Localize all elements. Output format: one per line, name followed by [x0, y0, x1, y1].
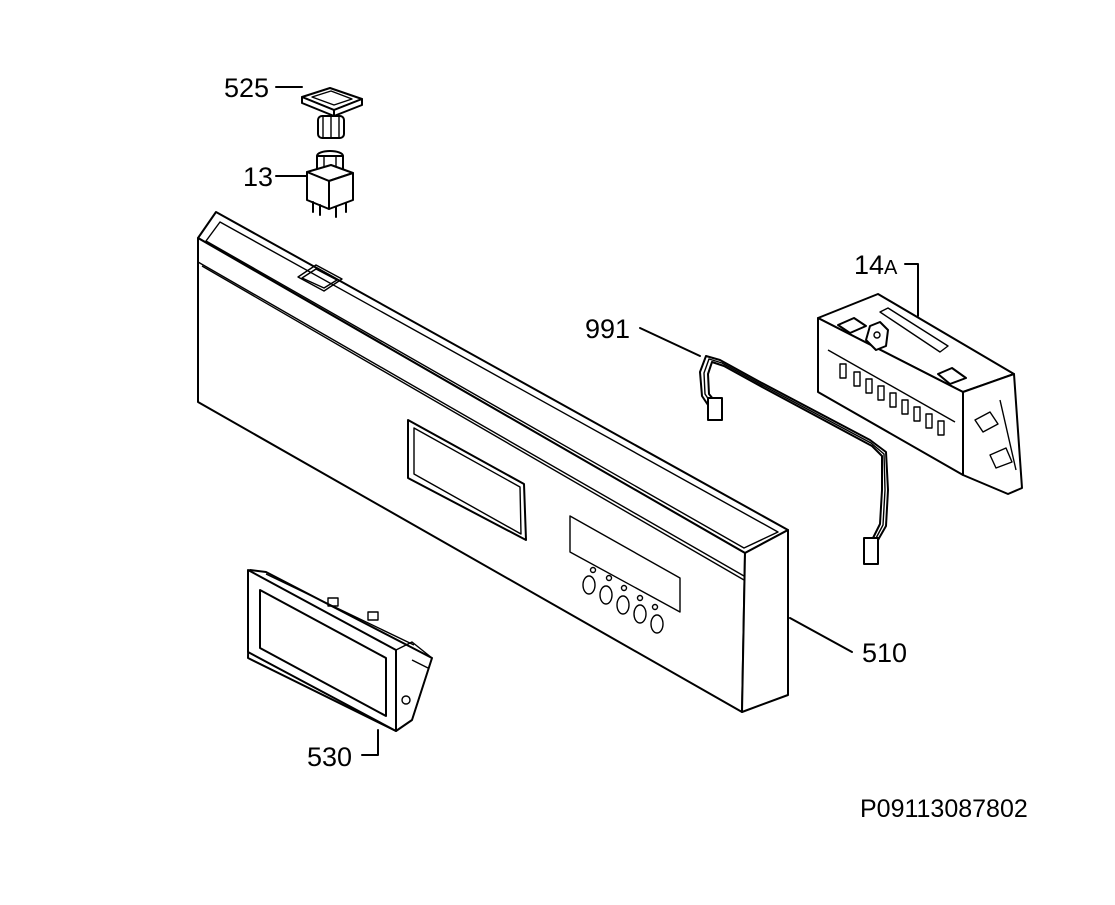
module-segment-displays: [839, 363, 945, 436]
part-labels: 525 13 14A 991 510 530 P09113087802: [224, 73, 1028, 823]
part-525-button-cap: [301, 87, 363, 139]
panel-buttons: [582, 566, 664, 634]
part-530-door-handle: [247, 569, 433, 732]
part-510-control-panel: [197, 211, 789, 713]
part-991-wiring-harness: [699, 355, 889, 565]
label-13: 13: [243, 162, 273, 192]
label-991: 991: [585, 314, 630, 344]
label-14A: 14A: [854, 250, 898, 280]
label-510: 510: [862, 638, 907, 668]
diagram-code: P09113087802: [860, 795, 1028, 823]
leader-lines: [275, 86, 919, 756]
label-525: 525: [224, 73, 269, 103]
part-14A-electronic-module: [817, 293, 1023, 495]
label-530: 530: [307, 742, 352, 772]
part-13-switch: [306, 150, 354, 218]
